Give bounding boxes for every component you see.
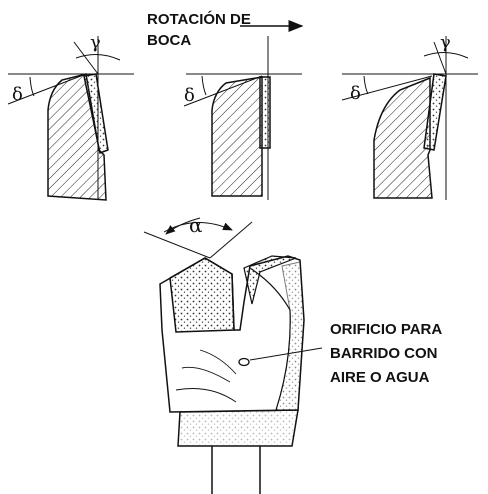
- callout-line2: BARRIDO CON: [330, 345, 438, 362]
- carbide-insert-left: [83, 73, 109, 155]
- carbide-insert-left-wing: [169, 257, 235, 333]
- drill-shank: [211, 446, 261, 494]
- carbide-insert-right: [423, 73, 447, 151]
- clearance-arc-left: [29, 76, 35, 97]
- clearance-line-right: [341, 75, 433, 101]
- drill-bit-body: [159, 255, 305, 494]
- bit-angle-indicator: α: [143, 213, 253, 259]
- rotation-label-line2: BOCA: [147, 32, 191, 49]
- flushing-hole: [238, 357, 250, 367]
- carbide-insert-right-wing: [243, 255, 297, 305]
- delta-symbol-right: δ: [350, 83, 361, 104]
- clearance-line-left: [7, 73, 87, 105]
- gamma-symbol-right: γ: [440, 32, 451, 53]
- clearance-arc-right: [363, 75, 369, 95]
- clearance-arc-middle: [201, 75, 207, 96]
- rake-line-left: [73, 41, 99, 75]
- rake-line-right: [433, 41, 447, 75]
- clearance-line-middle: [183, 75, 263, 107]
- callout-line1: ORIFICIO PARA: [330, 321, 442, 338]
- callout-line3: AIRE O AGUA: [330, 369, 430, 386]
- rotation-label-line1: ROTACIÓN DE: [147, 10, 251, 28]
- rake-arc-right: [423, 52, 469, 59]
- callout-leader-line: [249, 347, 323, 361]
- rake-arc-left: [75, 54, 121, 61]
- alpha-symbol: α: [189, 213, 203, 237]
- gamma-symbol-left: γ: [90, 32, 101, 53]
- delta-symbol-middle: δ: [184, 85, 195, 106]
- cutter-profile-right: γ δ: [341, 32, 478, 200]
- cutter-profile-middle: δ: [183, 36, 302, 200]
- cutter-profile-left: γ δ: [7, 32, 134, 201]
- delta-symbol-left: δ: [12, 84, 23, 105]
